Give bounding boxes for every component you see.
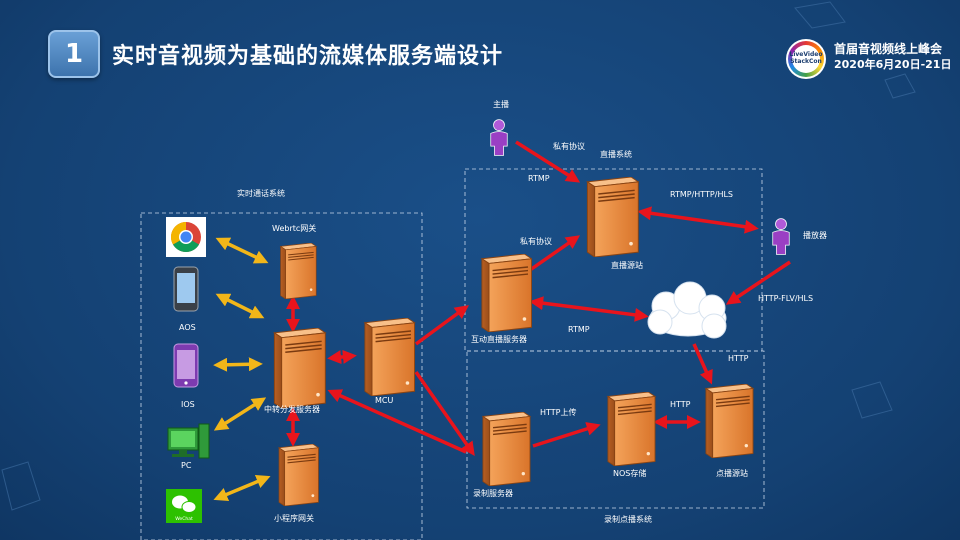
- edge-label-rtmp-top: RTMP: [528, 174, 550, 183]
- mcu-label: MCU: [375, 396, 393, 405]
- live-system-label: 直播系统: [600, 149, 632, 159]
- vod-system-label: 录制点播系统: [604, 514, 652, 524]
- deco-cube-bottom-right: [851, 381, 893, 419]
- arrow-aos-relay: [215, 293, 265, 319]
- arrow-cloud-vodorigin: [692, 343, 713, 385]
- nos-storage-server-icon: [607, 392, 656, 466]
- mcu-server-icon: [364, 318, 416, 396]
- edge-label-rtmp-mid: RTMP: [568, 325, 590, 334]
- live-origin-server-icon: [586, 177, 639, 257]
- edge-label-http-mid: HTTP: [670, 400, 691, 409]
- arrow-ios-relay: [213, 357, 263, 372]
- aos-label: AOS: [179, 323, 196, 332]
- event-name: 首届音视频线上峰会: [834, 42, 943, 56]
- recorder-server-icon: [482, 412, 531, 486]
- miniapp-gateway-label: 小程序网关: [274, 513, 314, 523]
- arrow-mcu-interactive: [414, 305, 469, 346]
- deco-cube-bottom-left: [1, 461, 41, 511]
- ios-label: IOS: [181, 400, 195, 409]
- edge-label-http-right: HTTP: [728, 354, 749, 363]
- anchor-label: 主播: [493, 99, 509, 109]
- edge-label-http-flv-hls: HTTP-FLV/HLS: [758, 294, 813, 303]
- webrtc-gateway-server-icon: [280, 243, 317, 299]
- section-number: 1: [64, 39, 84, 69]
- android-phone-icon: [173, 266, 199, 312]
- edge-label-rtmp-http-hls: RTMP/HTTP/HLS: [670, 190, 733, 199]
- arrow-wechat-miniapp: [213, 475, 271, 501]
- relay-server-icon: [273, 328, 327, 408]
- interactive-live-label: 互动直播服务器: [471, 334, 527, 344]
- pc-label: PC: [181, 461, 192, 470]
- cloud-icon: [647, 281, 727, 339]
- relay-server-label: 中转分发服务器: [264, 404, 320, 414]
- anchor-person-icon: [490, 119, 508, 156]
- deco-cube-right: [884, 73, 916, 99]
- interactive-live-server-icon: [481, 254, 532, 332]
- wechat-icon: WeChat: [166, 489, 202, 523]
- arrow-interactive-liveorigin: [529, 235, 581, 272]
- chrome-icon: [166, 217, 206, 257]
- logo-line-1: LiveVideo: [789, 51, 823, 58]
- vod-system-boundary: [466, 350, 765, 509]
- webrtc-gateway-label: Webrtc网关: [272, 223, 316, 233]
- page-title: 实时音视频为基础的流媒体服务端设计: [112, 44, 504, 69]
- player-label: 播放器: [803, 230, 827, 240]
- arrow-recorder-nos: [532, 422, 601, 448]
- event-date: 2020年6月20日-21日: [834, 58, 952, 71]
- edge-label-private-protocol-1: 私有协议: [553, 141, 585, 151]
- player-person-icon: [772, 218, 790, 255]
- wechat-badge-text: WeChat: [175, 516, 193, 522]
- logo-line-2: StackCon: [790, 58, 822, 65]
- arrow-mcu-recorder: [414, 370, 475, 457]
- section-number-badge: 1: [48, 30, 100, 78]
- logo-inner: [792, 45, 820, 73]
- edge-label-private-protocol-2: 私有协议: [520, 236, 552, 246]
- arrow-pc-relay: [213, 397, 267, 431]
- vod-origin-server-icon: [705, 384, 754, 458]
- nos-storage-label: NOS存储: [613, 468, 646, 478]
- arrow-liveorigin-player: [637, 206, 759, 234]
- protocol-arrows: [286, 140, 791, 457]
- arrow-relay-mcu: [327, 349, 357, 365]
- live-system-boundary: [464, 168, 763, 352]
- arrow-player-cloud: [725, 260, 791, 305]
- arrow-cloud-interactive: [529, 296, 649, 322]
- deco-cube-top-right: [794, 1, 846, 29]
- recorder-label: 录制服务器: [473, 488, 513, 498]
- decorative-background-shapes: [1, 1, 916, 511]
- arrow-chrome-webrtc: [215, 237, 269, 264]
- miniapp-gateway-server-icon: [278, 444, 320, 506]
- arrow-anchor-liveorigin: [515, 140, 581, 183]
- rtc-system-boundary: [140, 212, 423, 540]
- arrow-recorder-relay: [327, 389, 467, 454]
- edge-label-http-upload: HTTP上传: [540, 407, 576, 417]
- iphone-icon: [173, 343, 199, 388]
- live-origin-label: 直播源站: [611, 260, 643, 270]
- client-arrows: [213, 237, 271, 501]
- vod-origin-label: 点播源站: [716, 468, 748, 478]
- rtc-system-label: 实时通话系统: [237, 188, 285, 198]
- desktop-pc-icon: [167, 423, 210, 459]
